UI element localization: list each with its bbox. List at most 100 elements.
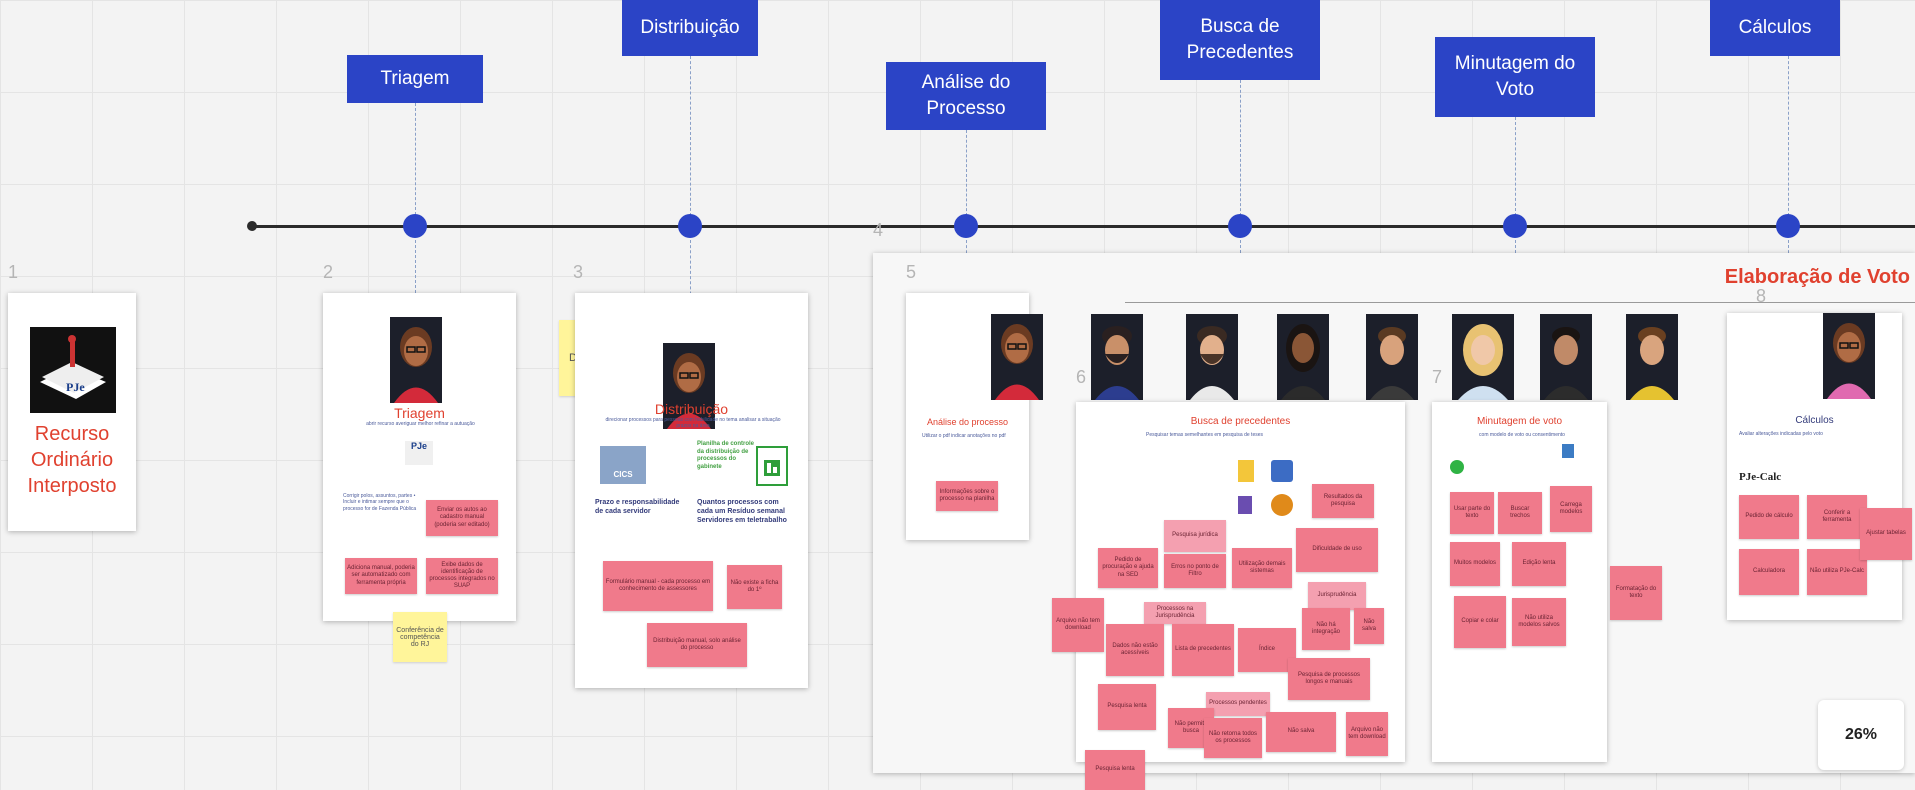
sticky-note[interactable]: Pedido de procuração e ajuda na SED bbox=[1098, 548, 1158, 588]
sticky-note[interactable]: Dificuldade de uso bbox=[1296, 528, 1378, 572]
calculos-frame-title: Cálculos bbox=[1795, 415, 1834, 426]
sticky-note[interactable]: Buscar trechos bbox=[1498, 492, 1542, 534]
sticky-note[interactable]: Exibe dados de identificação de processo… bbox=[426, 558, 498, 594]
analise-frame-title: Análise do processo bbox=[926, 417, 1009, 427]
frame-recurso[interactable]: PJe Recurso Ordinário Interposto bbox=[8, 293, 136, 531]
sticky-note[interactable]: Não salva bbox=[1354, 608, 1384, 644]
timeline-node-calculos[interactable] bbox=[1776, 214, 1800, 238]
spreadsheet-caption: Planilha de controle da distribuição de … bbox=[697, 441, 755, 470]
sticky-note[interactable]: Lista de precedentes bbox=[1172, 624, 1234, 676]
sticky-note[interactable]: Usar parte do texto bbox=[1450, 492, 1494, 534]
frame-triagem[interactable]: Triagem abrir recurso averiguar melhor r… bbox=[323, 293, 516, 621]
frame-number: 8 bbox=[1756, 286, 1767, 306]
sticky-note[interactable]: Arquivo não tem download bbox=[1346, 712, 1388, 756]
sticky-note[interactable]: Muitos modelos bbox=[1450, 542, 1500, 586]
pje-calc-logo: PJe-Calc bbox=[1739, 471, 1782, 483]
stage-distribuicao[interactable]: Distribuição bbox=[622, 0, 758, 56]
minutagem-subtitle: com modelo de voto ou consentimento bbox=[1479, 432, 1565, 438]
sticky-note[interactable]: Não utiliza modelos salvos bbox=[1512, 598, 1566, 646]
timeline-node-analise[interactable] bbox=[954, 214, 978, 238]
chrome-icon bbox=[1271, 494, 1293, 516]
avatar-female-glasses bbox=[663, 343, 715, 429]
sticky-note[interactable]: Utilização demais sistemas bbox=[1232, 548, 1292, 588]
connector-distribuicao-lower bbox=[690, 240, 691, 310]
distribuicao-text-1: Prazo e responsabilidade de cada servido… bbox=[595, 499, 680, 516]
sticky-note[interactable]: Distribuição manual, solo análise do pro… bbox=[647, 623, 747, 667]
sticky-note[interactable]: Processos pendentes bbox=[1206, 692, 1270, 716]
avatar-male-beard-glasses bbox=[1091, 314, 1143, 400]
frame-distribuicao[interactable]: Distribuição direcionar processos para p… bbox=[575, 293, 808, 688]
sticky-note[interactable]: Calculadora bbox=[1739, 549, 1799, 595]
sticky-note[interactable]: Jurisprudência bbox=[1308, 582, 1366, 610]
timeline-node-busca[interactable] bbox=[1228, 214, 1252, 238]
frame-calculos[interactable]: Cálculos Avaliar alterações indicadas pe… bbox=[1727, 313, 1902, 620]
avatar-male-beard bbox=[1186, 314, 1238, 400]
svg-text:PJe: PJe bbox=[66, 380, 85, 394]
sticky-note[interactable]: Erros no ponto de Filtro bbox=[1164, 554, 1226, 588]
frame-minutagem[interactable]: Minutagem de voto com modelo de voto ou … bbox=[1432, 402, 1607, 762]
sticky-note[interactable]: Não salva bbox=[1266, 712, 1336, 752]
sticky-note[interactable]: Índice bbox=[1238, 628, 1296, 672]
frame-number: 5 bbox=[906, 262, 917, 282]
stage-busca[interactable]: Busca de Precedentes bbox=[1160, 0, 1320, 80]
sticky-note[interactable]: Adiciona manual, poderia ser automatizad… bbox=[345, 558, 417, 594]
recurso-title: Recurso Ordinário Interposto bbox=[27, 423, 117, 497]
sticky-note[interactable]: Enviar os autos ao cadastro manual (pode… bbox=[426, 500, 498, 536]
minutagem-frame-title: Minutagem de voto bbox=[1476, 416, 1563, 427]
sticky-note[interactable]: Pesquisa lenta bbox=[1085, 750, 1145, 790]
busca-frame-title: Busca de precedentes bbox=[1190, 416, 1291, 427]
connector-minutagem bbox=[1515, 117, 1516, 216]
sticky-note[interactable]: Pesquisa lenta bbox=[1098, 684, 1156, 730]
distribuicao-frame-title: Distribuição bbox=[654, 401, 729, 417]
sticky-note[interactable]: Carrega modelos bbox=[1550, 486, 1592, 532]
sticky-note[interactable]: Formatação do texto bbox=[1610, 566, 1662, 620]
frame-number: 2 bbox=[323, 262, 334, 282]
frame-number: 6 bbox=[1076, 367, 1087, 387]
connector-busca bbox=[1240, 80, 1241, 216]
zoom-level-indicator[interactable]: 26% bbox=[1818, 700, 1904, 770]
spreadsheet-icon bbox=[756, 446, 788, 486]
sticky-note[interactable]: Conferir a ferramenta bbox=[1807, 495, 1867, 539]
avatar-male bbox=[1366, 314, 1418, 400]
sticky-note[interactable]: Dados não estão acessíveis bbox=[1106, 624, 1164, 676]
timeline-node-distribuicao[interactable] bbox=[678, 214, 702, 238]
timeline-node-minutagem[interactable] bbox=[1503, 214, 1527, 238]
stage-minutagem[interactable]: Minutagem do Voto bbox=[1435, 37, 1595, 117]
bracket-line bbox=[1125, 302, 1915, 303]
sticky-note[interactable]: Copiar e colar bbox=[1454, 596, 1506, 648]
triagem-frame-title: Triagem bbox=[394, 405, 445, 421]
folder-icon bbox=[1238, 460, 1254, 482]
sticky-note[interactable]: Não existe a ficha do 1º bbox=[727, 565, 782, 609]
pje-logo-icon: PJe bbox=[405, 441, 433, 465]
avatar-male-yellow-shirt bbox=[1626, 314, 1678, 400]
timeline-node-triagem[interactable] bbox=[403, 214, 427, 238]
frame-number: 4 bbox=[873, 220, 884, 240]
sticky-note[interactable]: Processos na Jurisprudência bbox=[1144, 602, 1206, 624]
sticky-note[interactable]: Não utiliza PJe-Calc bbox=[1807, 549, 1867, 595]
sticky-note[interactable]: Informações sobre o processo na planilha bbox=[936, 481, 998, 511]
sticky-note[interactable]: Formulário manual - cada processo em con… bbox=[603, 561, 713, 611]
sticky-note[interactable]: Pesquisa jurídica bbox=[1164, 520, 1226, 552]
sticky-note[interactable]: Ajustar tabelas bbox=[1860, 508, 1912, 560]
connector-analise bbox=[966, 130, 967, 216]
yellow-sticky-note[interactable]: Conferência de competência do RJ bbox=[393, 612, 447, 662]
sticky-note[interactable]: Não há integração bbox=[1302, 608, 1350, 650]
stage-analise[interactable]: Análise do Processo bbox=[886, 62, 1046, 130]
calculos-subtitle: Avaliar alterações indicadas pelo voto bbox=[1739, 431, 1823, 437]
connector-triagem bbox=[415, 103, 416, 215]
connector-calculos bbox=[1788, 56, 1789, 216]
stage-triagem[interactable]: Triagem bbox=[347, 55, 483, 103]
sticky-note[interactable]: Arquivo não tem download bbox=[1052, 598, 1104, 652]
timeline-line bbox=[250, 225, 1915, 228]
sticky-note[interactable]: Edição lenta bbox=[1512, 542, 1566, 586]
usb-icon bbox=[1238, 496, 1252, 514]
stage-calculos[interactable]: Cálculos bbox=[1710, 0, 1840, 56]
sticky-note[interactable]: Pesquisa de processos longos e manuais bbox=[1288, 658, 1370, 700]
cics-logo-icon: CICS bbox=[600, 446, 646, 484]
sticky-note[interactable]: Resultados da pesquisa bbox=[1312, 484, 1374, 518]
sticky-note[interactable]: Pedido de cálculo bbox=[1739, 495, 1799, 539]
avatar-female-glasses-pink bbox=[1823, 313, 1875, 399]
sticky-note[interactable]: Não retorna todos os processos bbox=[1204, 718, 1262, 758]
frame-busca[interactable]: Busca de precedentes Pesquisar temas sem… bbox=[1076, 402, 1405, 762]
connector-triagem-lower bbox=[415, 240, 416, 318]
